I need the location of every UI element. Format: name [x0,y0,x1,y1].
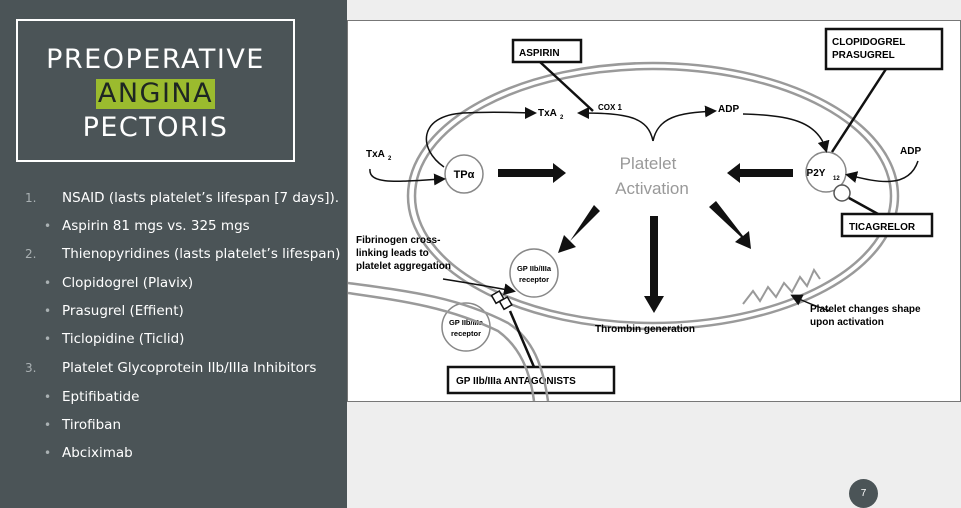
list-item-text: Tirofiban [62,415,121,435]
tp-alpha-label: TPα [454,169,475,181]
tp-alpha-receptor: TPα [445,155,483,193]
bullet-icon: • [44,301,51,321]
platelet-diagram: ASPIRIN CLOPIDOGREL PRASUGREL TICAGRELOR… [347,20,961,402]
list-item-text: Aspirin 81 mgs vs. 325 mgs [62,216,250,236]
activation-to-adp-arrow [653,111,714,141]
platelet-diagram-figure: ASPIRIN CLOPIDOGREL PRASUGREL TICAGRELOR… [348,21,960,401]
center-label-line-2: Activation [615,179,689,198]
list-item: • Tirofiban [0,415,347,435]
prasugrel-label: PRASUGREL [832,50,895,61]
txa2-inner-label: TxA [538,108,557,119]
list-item: 3. Platelet Glycoprotein IIb/IIIa Inhibi… [0,358,347,378]
aspirin-label: ASPIRIN [519,48,560,59]
bullet-icon: • [44,415,51,435]
thrombin-label: Thrombin generation [595,324,695,335]
list-marker: 2. [25,244,36,264]
gp-receptor-label-2: receptor [451,329,481,338]
gp-antagonists-label: GP IIb/IIIa ANTAGONISTS [456,376,576,387]
txa2-outer-subscript: 2 [388,156,392,162]
left-panel: PREOPERATIVE ANGINA PECTORIS 1. NSAID (l… [0,0,347,508]
gp-receptor-upper: GP IIb/IIIa receptor [510,249,558,297]
list-item-text: Clopidogrel (Plavix) [62,273,193,293]
list-item: 1. NSAID (lasts platelet’s lifespan [7 d… [0,188,347,208]
slide-title: PREOPERATIVE ANGINA PECTORIS [18,43,293,145]
fibrinogen-text-1: Fibrinogen cross- [356,235,440,246]
list-item: • Eptifibatide [0,387,347,407]
list-item: • Aspirin 81 mgs vs. 325 mgs [0,216,347,236]
gp-receptor-label-1: GP IIb/IIIa [517,264,552,273]
list-item: • Clopidogrel (Plavix) [0,273,347,293]
adp-to-p2y-arrow [743,114,826,150]
p2y-to-activation-arrow [727,163,793,183]
shape-change-text-2: upon activation [810,317,884,328]
title-highlight: ANGINA [96,79,215,109]
aspirin-box: ASPIRIN [513,40,581,62]
center-label-line-1: Platelet [620,154,677,173]
bullet-icon: • [44,443,51,463]
list-item: • Prasugrel (Effient) [0,301,347,321]
list-marker: 1. [25,188,36,208]
list-item-text: Thienopyridines (lasts platelet’s lifesp… [62,244,340,264]
list-item-text: Abciximab [62,443,133,463]
list-item-text: Ticlopidine (Ticlid) [62,329,184,349]
cox1-label: COX 1 [598,103,623,112]
txa2-outer-label: TxA [366,149,385,160]
activation-to-txa2-arrow [580,113,653,141]
ticagrelor-label: TICAGRELOR [849,222,916,233]
fibrinogen-text-3: platelet aggregation [356,261,451,272]
p2y-label: P2Y [807,168,826,179]
tpa-to-activation-arrow [498,163,566,183]
title-line-1: PREOPERATIVE [18,43,293,77]
gp-receptor-label-2: receptor [519,275,549,284]
ticagrelor-binding-site [834,185,850,201]
activation-to-thrombin-arrow [644,216,664,313]
activation-to-gp-arrow [558,205,600,253]
txa2-loop-arrow [426,112,534,167]
list-item-text: NSAID (lasts platelet’s lifespan [7 days… [62,188,339,208]
title-box: PREOPERATIVE ANGINA PECTORIS [16,19,295,162]
activation-to-shape-arrow [709,201,751,249]
list-item: 2. Thienopyridines (lasts platelet’s lif… [0,244,347,264]
bullet-icon: • [44,387,51,407]
list-item-text: Eptifibatide [62,387,139,407]
p2y-subscript: 12 [833,176,840,182]
txa2-to-tpa-arrow [370,169,443,181]
bullet-icon: • [44,273,51,293]
ticagrelor-box: TICAGRELOR [842,214,932,236]
pathway-arrows [370,111,918,311]
adp-outer-label: ADP [900,146,921,157]
clopidogrel-prasugrel-box: CLOPIDOGREL PRASUGREL [826,29,942,69]
fibrinogen-text-2: linking leads to [356,248,429,259]
bullet-icon: • [44,329,51,349]
gp-receptor-lower: GP IIb/IIIa receptor [442,303,490,351]
ticagrelor-line [849,198,878,214]
list-item-text: Platelet Glycoprotein IIb/IIIa Inhibitor… [62,358,316,378]
clopidogrel-label: CLOPIDOGREL [832,37,905,48]
adp-inner-label: ADP [718,104,739,115]
list-item-text: Prasugrel (Effient) [62,301,184,321]
title-line-3: PECTORIS [18,111,293,145]
txa2-inner-subscript: 2 [560,115,564,121]
list-item: • Ticlopidine (Ticlid) [0,329,347,349]
list-item: • Abciximab [0,443,347,463]
bullet-icon: • [44,216,51,236]
page-number-badge: 7 [849,479,878,508]
list-marker: 3. [25,358,36,378]
